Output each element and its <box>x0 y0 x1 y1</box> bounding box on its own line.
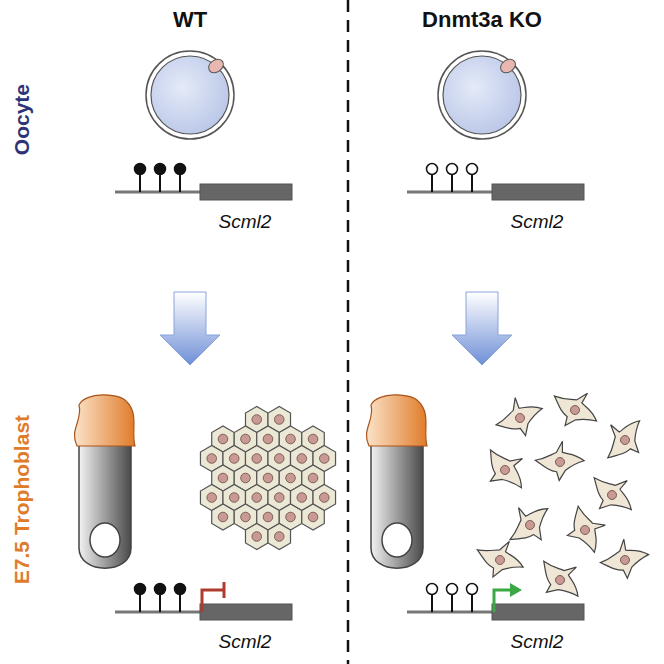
block-arrow <box>452 292 512 365</box>
divider-line <box>347 0 350 664</box>
mesenchymal-cells <box>473 383 653 609</box>
gene-name: Scml2 <box>219 632 272 653</box>
oocyte <box>438 51 526 139</box>
column-heading: WT <box>173 8 207 32</box>
gene-name: Scml2 <box>511 632 564 653</box>
gene-locus <box>115 164 292 201</box>
gene-locus <box>407 164 584 201</box>
stage-label: Oocyte <box>10 84 33 155</box>
block-arrow <box>160 292 220 365</box>
stage-label: E7.5 Trophoblast <box>10 415 33 584</box>
gene-name: Scml2 <box>511 212 564 233</box>
gene-name: Scml2 <box>219 212 272 233</box>
oocyte <box>146 51 234 139</box>
gene-locus <box>115 582 292 620</box>
epithelial-cell-cluster <box>200 407 335 550</box>
egg-cylinder-embryo <box>74 395 135 568</box>
egg-cylinder-embryo <box>366 395 427 568</box>
column-heading: Dnmt3a KO <box>422 8 542 32</box>
